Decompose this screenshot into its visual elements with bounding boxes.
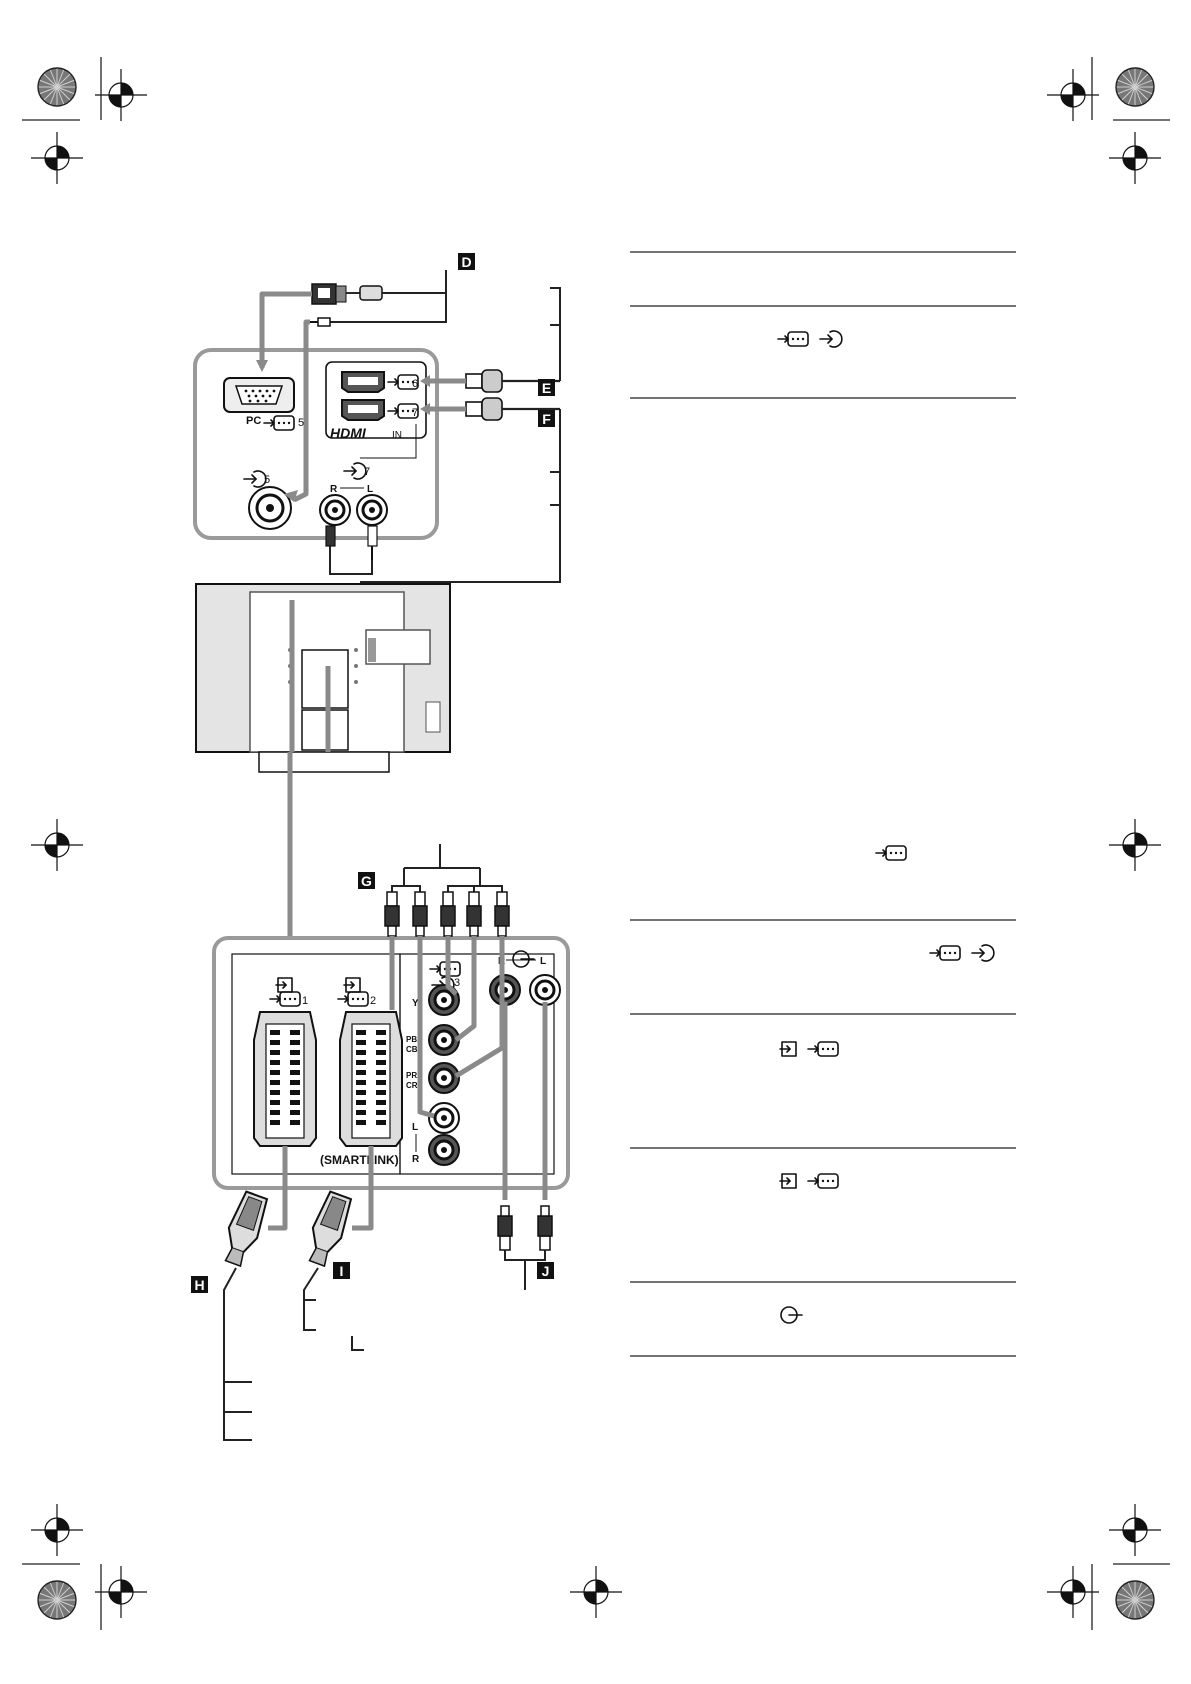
svg-text:H: H <box>194 1277 204 1293</box>
scart2-input-icon <box>337 991 369 1007</box>
hdmi-6-number: 6 <box>412 378 418 390</box>
callout-h: H <box>191 1276 208 1293</box>
component-pb-label: PB/ <box>406 1035 420 1044</box>
bottom-cables <box>216 844 553 1441</box>
hdmi-audio-input-icon <box>343 462 367 480</box>
audio-out-jack-r[interactable] <box>488 973 522 1007</box>
audio-input-icon <box>971 944 995 962</box>
audio-rca-plugs <box>325 525 378 575</box>
component-jack-audio-r[interactable] <box>427 1133 461 1167</box>
component-y-label: Y <box>412 998 419 1009</box>
callout-d: D <box>458 253 475 270</box>
scart-icon <box>779 1041 797 1057</box>
hdmi-audio-jack-r[interactable] <box>318 493 352 527</box>
component-pr-label: PR/ <box>406 1071 420 1080</box>
component-number: 3 <box>454 977 460 989</box>
svg-text:E: E <box>542 380 551 396</box>
scart1-input-icon <box>269 991 301 1007</box>
scart1-icon <box>275 977 293 993</box>
hdmi-logo: HDMI <box>330 425 367 441</box>
audio-output-icon <box>780 1306 803 1324</box>
callout-e: E <box>538 379 555 396</box>
row-audio-out-icon <box>780 1306 803 1324</box>
hdmi-audio-r: R <box>330 484 338 495</box>
svg-text:D: D <box>461 254 471 270</box>
pc-input-number: 5 <box>298 417 304 429</box>
row-scart1-icons <box>779 1041 839 1057</box>
hdmi-audio-l: L <box>367 484 373 495</box>
component-jack-pr[interactable] <box>427 1061 461 1095</box>
svg-text:I: I <box>340 1263 344 1279</box>
component-jack-audio-l[interactable] <box>427 1101 461 1135</box>
hdmi-audio-number: 7 <box>364 466 370 478</box>
row-hdmi-note-icon <box>875 845 907 861</box>
hdmi-in-label: IN <box>392 430 402 441</box>
callout-g: G <box>358 872 375 889</box>
audio-out-jack-l[interactable] <box>528 973 562 1007</box>
audio-out-l: L <box>540 956 546 967</box>
tv-back-view <box>195 583 451 773</box>
hdmi-input-icon <box>929 945 961 961</box>
smartlink-label: (SMARTLINK) <box>320 1153 399 1167</box>
pc-audio-input-icon <box>243 470 267 488</box>
video-input-icon <box>807 1173 839 1189</box>
scart2-icon <box>343 977 361 993</box>
pc-input-icon <box>263 415 295 431</box>
pc-label: PC <box>246 415 261 427</box>
component-cr-label: CR <box>406 1081 418 1090</box>
svg-text:F: F <box>542 411 551 427</box>
connection-table <box>630 251 1016 1357</box>
pc-audio-number: 5 <box>264 474 270 486</box>
scart1-number: 1 <box>302 995 308 1007</box>
component-cb-label: CB <box>406 1045 418 1054</box>
bottom-connection-panel: 1 2 <box>212 936 570 1190</box>
scart-icon <box>779 1173 797 1189</box>
scart-port-2[interactable] <box>339 1011 403 1147</box>
scart2-number: 2 <box>370 995 376 1007</box>
hdmi-plug-f <box>465 397 560 421</box>
pc-vga-port[interactable] <box>223 377 295 413</box>
video-input-icon <box>875 845 907 861</box>
scart-port-1[interactable] <box>253 1011 317 1147</box>
component-audio-r: R <box>412 1154 420 1165</box>
top-connection-panel: PC 5 5 6 7 HDMI IN 7 R <box>193 348 439 540</box>
callout-j: J <box>537 1262 554 1279</box>
svg-text:J: J <box>542 1263 550 1279</box>
top-cables <box>256 270 561 583</box>
hdmi-input-icon <box>777 331 809 347</box>
row-pc-icons <box>929 944 995 962</box>
callout-f: F <box>538 410 555 427</box>
callout-labels: D E F G H I J <box>191 253 555 1293</box>
video-input-icon <box>807 1041 839 1057</box>
pc-audio-plug <box>308 317 331 327</box>
hdmi-port-7[interactable] <box>341 399 385 421</box>
component-jack-pb[interactable] <box>427 1023 461 1057</box>
crop-marks <box>22 57 1170 1630</box>
pc-audio-jack[interactable] <box>248 486 292 530</box>
pc-vga-plug <box>311 283 383 305</box>
audio-input-icon <box>819 330 843 348</box>
hdmi-audio-jack-l[interactable] <box>355 493 389 527</box>
component-input-icon <box>429 961 461 977</box>
row-hdmi-icons <box>777 330 843 348</box>
row-scart2-icons <box>779 1173 839 1189</box>
component-audio-l: L <box>412 1122 418 1133</box>
hdmi-7-number: 7 <box>412 407 418 419</box>
hdmi-port-6[interactable] <box>341 371 385 393</box>
svg-text:G: G <box>361 873 372 889</box>
callout-i: I <box>333 1262 350 1279</box>
